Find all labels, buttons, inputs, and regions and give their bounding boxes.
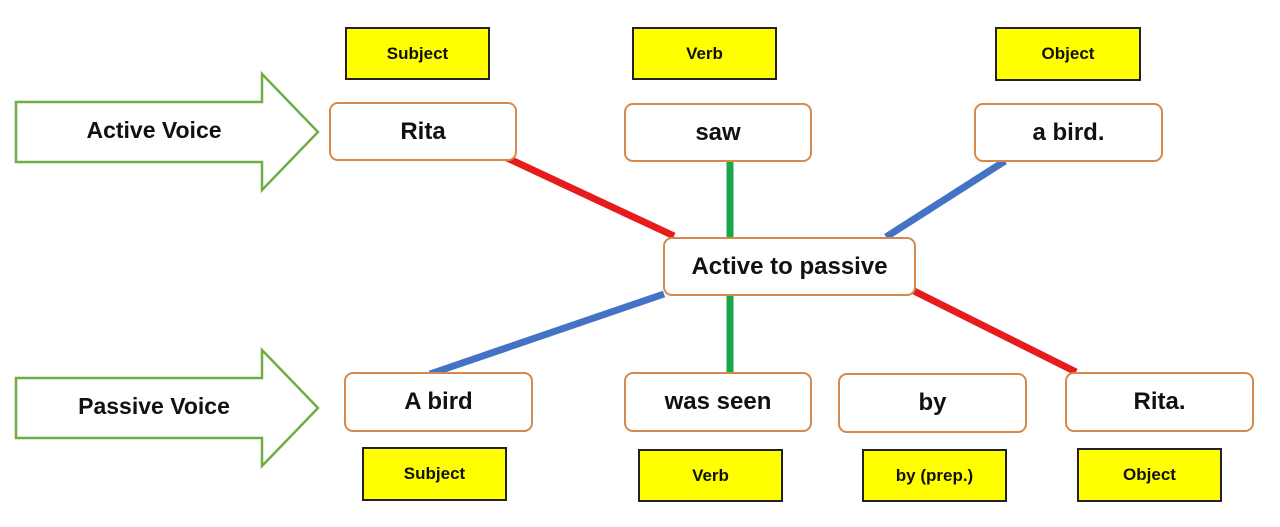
node-passive-by: by [838,373,1027,433]
node-passive-subject: A bird [344,372,533,432]
tag-active-subject: Subject [345,27,490,80]
active-voice-arrow-icon [14,70,320,194]
object-link-active [884,158,1007,240]
passive-voice-label: Passive Voice [78,393,230,419]
active-voice-label: Active Voice [86,117,222,143]
node-passive-object: Rita. [1065,372,1254,432]
node-active-object: a bird. [974,103,1163,162]
tag-passive-object: Object [1077,448,1222,502]
node-passive-verb: was seen [624,372,812,432]
tag-passive-verb: Verb [638,449,783,502]
tag-passive-subject: Subject [362,447,507,501]
node-active-subject: Rita [329,102,517,161]
tag-active-object: Object [995,27,1141,81]
subject-link-passive [900,281,1078,376]
subject-link-active [488,146,676,240]
tag-passive-by: by (prep.) [862,449,1007,502]
node-center: Active to passive [663,237,916,296]
object-link-passive [428,290,666,378]
tag-active-verb: Verb [632,27,777,80]
node-active-verb: saw [624,103,812,162]
passive-voice-arrow-icon [14,346,320,470]
